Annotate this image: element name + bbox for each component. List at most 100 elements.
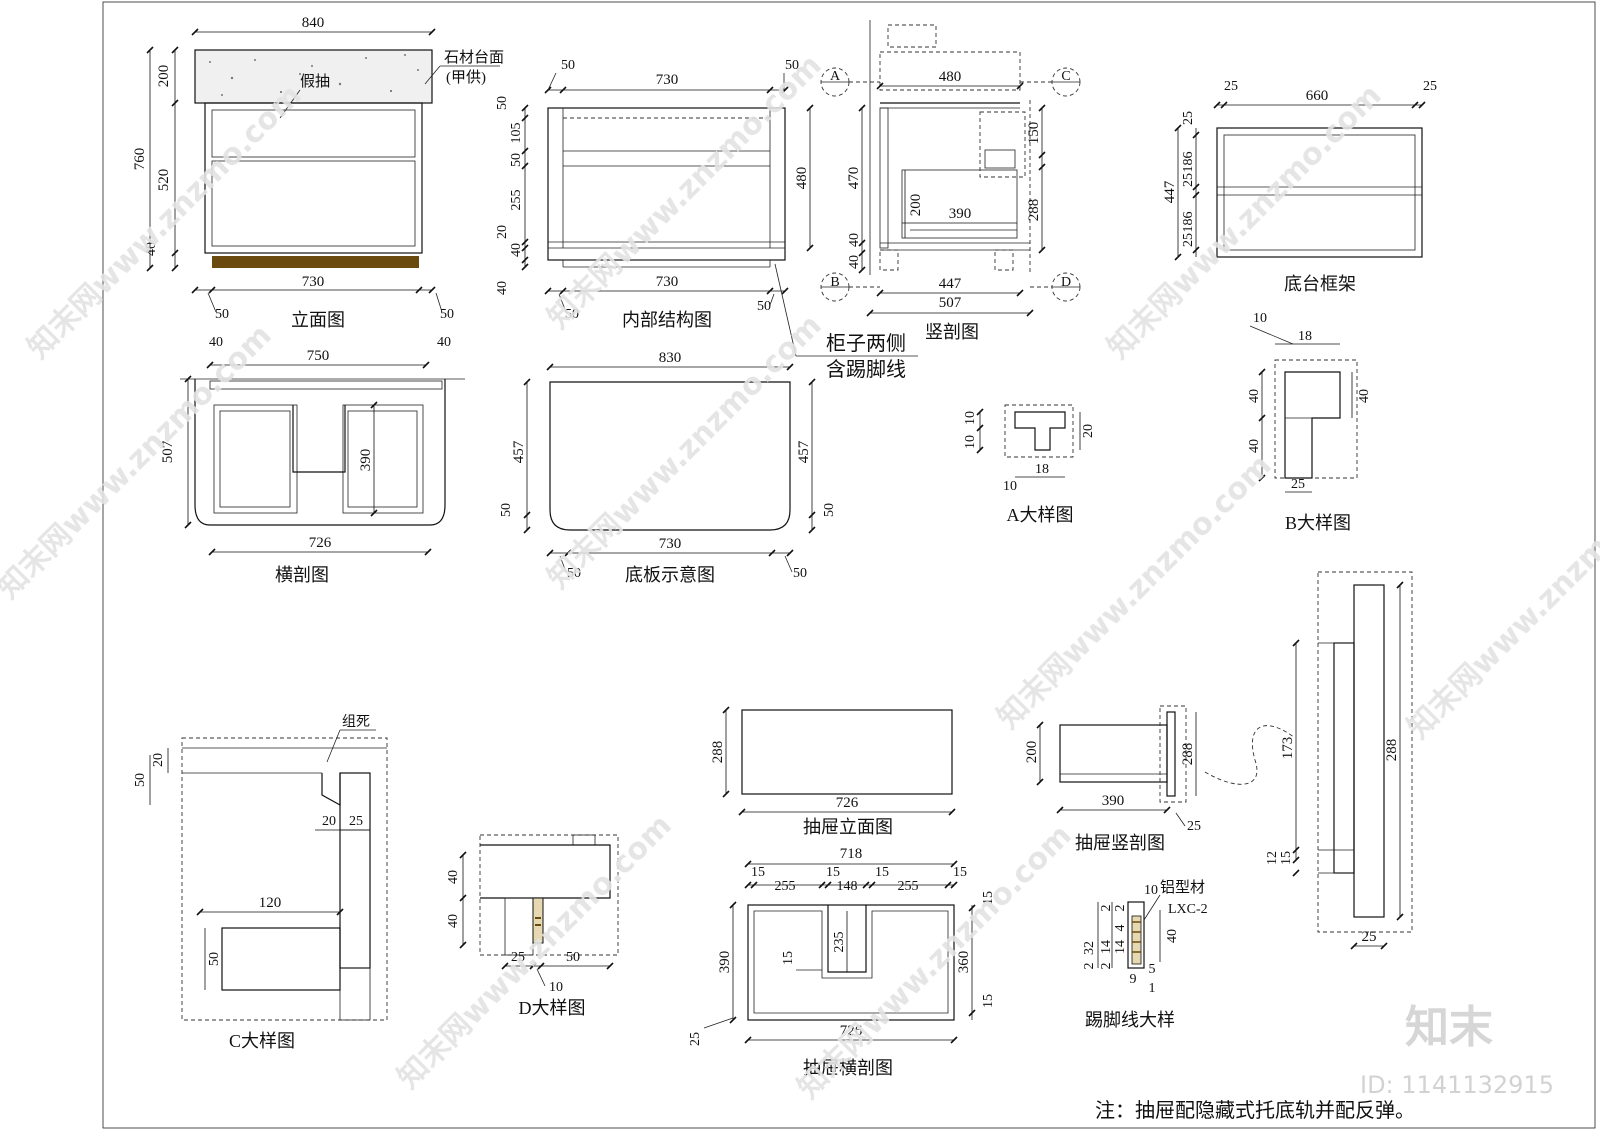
drawer-elevation-view: 288 726 抽屉立面图 xyxy=(710,706,956,837)
elevation-view: 840 200 760 520 40 730 50 50 假抽 石材台面 (甲供… xyxy=(132,15,504,330)
watermark-id: ID: 1141132915 xyxy=(1360,1071,1554,1099)
bf-dim-25-right: 25 xyxy=(1423,79,1437,94)
hs-dim-40-left: 40 xyxy=(209,335,223,350)
b-dim-40b: 40 xyxy=(1247,439,1262,453)
de-dim-288: 288 xyxy=(710,741,726,764)
kick-dim-5: 5 xyxy=(1149,962,1156,977)
kick-dim-2a: 2 xyxy=(1099,905,1114,912)
footnote: 注：抽屉配隐藏式托底轨并配反弹。 xyxy=(1095,1099,1415,1122)
vs-dim-150: 150 xyxy=(1026,122,1042,145)
int-dim-730-bottom: 730 xyxy=(656,274,679,290)
sd-dim-173: 173 xyxy=(1280,737,1296,760)
dh-dim-15-rb: 15 xyxy=(981,994,996,1008)
c-dim-120: 120 xyxy=(259,895,282,911)
marker-a: A xyxy=(830,69,841,84)
dv-dim-200: 200 xyxy=(1024,741,1040,764)
c-dim-50b: 50 xyxy=(207,952,222,966)
dh-dim-15a: 15 xyxy=(751,865,765,880)
a-dim-18: 18 xyxy=(1035,462,1049,477)
vs-dim-200: 200 xyxy=(908,194,924,217)
b-dim-18: 18 xyxy=(1298,329,1312,344)
c-fixed-label: 组死 xyxy=(342,714,370,730)
a-dim-10a: 10 xyxy=(963,411,978,425)
stone-speckle xyxy=(209,54,419,96)
dv-dim-25: 25 xyxy=(1187,819,1201,834)
fake-drawer xyxy=(211,109,416,158)
int-dim-50-bl: 50 xyxy=(565,307,579,322)
dh-dim-15c: 15 xyxy=(875,865,889,880)
kick-dim-4: 4 xyxy=(1113,925,1128,932)
drawer-vsection-title: 抽屉竖剖图 xyxy=(1075,833,1165,853)
detail-b-title: B大样图 xyxy=(1285,513,1351,533)
vs-dim-447: 447 xyxy=(939,276,962,292)
b-dim-10: 10 xyxy=(1253,311,1267,326)
vertical-section-view: 480 470 40 40 150 288 200 390 447 507 A … xyxy=(820,20,1081,342)
marker-d: D xyxy=(1061,275,1071,290)
kick-profile-label: 铝型材 xyxy=(1160,879,1205,896)
watermark-1: 知末网www.znzmo.com xyxy=(21,78,309,366)
sd-dim-12: 12 xyxy=(1265,851,1280,865)
b-dim-25: 25 xyxy=(1291,477,1305,492)
int-dim-50b: 50 xyxy=(509,153,524,167)
vs-dim-40b: 40 xyxy=(847,255,862,269)
kick-dim-9: 9 xyxy=(1130,972,1137,987)
a-dim-10b: 10 xyxy=(963,435,978,449)
int-dim-730-top: 730 xyxy=(656,72,679,88)
bf-dim-660: 660 xyxy=(1306,88,1329,104)
de-dim-726: 726 xyxy=(836,795,859,811)
base-frame-view: 660 25 25 447 25 186 25 186 25 底台框架 xyxy=(1162,79,1437,294)
supply-label: (甲供) xyxy=(446,69,486,86)
horizontal-section-title: 横剖图 xyxy=(275,565,329,585)
kick-dim-2c: 2 xyxy=(1082,963,1097,970)
kick-dim-2d: 2 xyxy=(1099,963,1114,970)
elevation-title: 立面图 xyxy=(291,310,345,330)
dh-dim-15-rt: 15 xyxy=(981,891,996,905)
c-dim-20a: 20 xyxy=(151,753,166,767)
dv-dim-288: 288 xyxy=(1180,743,1196,766)
bf-dim-447: 447 xyxy=(1162,180,1178,203)
side-note-line2: 含踢脚线 xyxy=(826,358,906,381)
fake-drawer-label: 假抽 xyxy=(300,73,330,90)
vs-dim-507: 507 xyxy=(939,295,962,311)
hs-dim-40-right: 40 xyxy=(437,335,451,350)
dh-dim-15d: 15 xyxy=(953,865,967,880)
bf-dim-25c: 25 xyxy=(1181,233,1196,247)
int-dim-50-br: 50 xyxy=(757,299,771,314)
detail-b-view: 40 40 40 10 18 25 B大样图 xyxy=(1247,311,1372,533)
side-detail-view: 173 12 15 288 25 xyxy=(1265,571,1413,950)
bf-dim-25-left: 25 xyxy=(1224,79,1238,94)
int-dim-50-left: 50 xyxy=(561,58,575,73)
vs-dim-470: 470 xyxy=(846,167,862,190)
dh-dim-148: 148 xyxy=(837,879,858,894)
detail-d-title: D大样图 xyxy=(519,998,586,1018)
elev-dim-40: 40 xyxy=(144,242,159,256)
d-dim-40b: 40 xyxy=(446,914,461,928)
bf-dim-25a: 25 xyxy=(1181,111,1196,125)
drawer-elevation-title: 抽屉立面图 xyxy=(803,817,893,837)
c-dim-25: 25 xyxy=(349,814,363,829)
dh-dim-255b: 255 xyxy=(898,879,919,894)
watermark-8: 知末网www.znzmo.com xyxy=(791,818,1079,1106)
hs-dim-726: 726 xyxy=(309,535,332,551)
int-dim-40b: 40 xyxy=(495,281,510,295)
elev-dim-50-left: 50 xyxy=(215,307,229,322)
vs-dim-390: 390 xyxy=(949,206,972,222)
b-dim-40a: 40 xyxy=(1247,389,1262,403)
watermark-3: 知末网www.znzmo.com xyxy=(1101,78,1389,366)
c-dim-20b: 20 xyxy=(322,814,336,829)
elev-dim-760: 760 xyxy=(132,148,148,171)
interior-view: 730 50 50 50 105 50 255 20 40 40 480 730… xyxy=(495,58,918,381)
kick-code-label: LXC-2 xyxy=(1168,902,1208,917)
int-dim-480: 480 xyxy=(794,167,810,190)
side-note-line1: 柜子两侧 xyxy=(826,332,906,355)
dh-dim-15b: 15 xyxy=(826,865,840,880)
marker-c: C xyxy=(1061,69,1070,84)
marker-b: B xyxy=(830,275,839,290)
elev-dim-520: 520 xyxy=(156,169,172,192)
dh-dim-360: 360 xyxy=(956,951,972,974)
d-dim-25: 25 xyxy=(511,950,525,965)
bb-dim-457-left: 457 xyxy=(511,440,527,463)
a-dim-20: 20 xyxy=(1081,424,1096,438)
watermark-7: 知末网www.znzmo.com xyxy=(391,808,679,1096)
